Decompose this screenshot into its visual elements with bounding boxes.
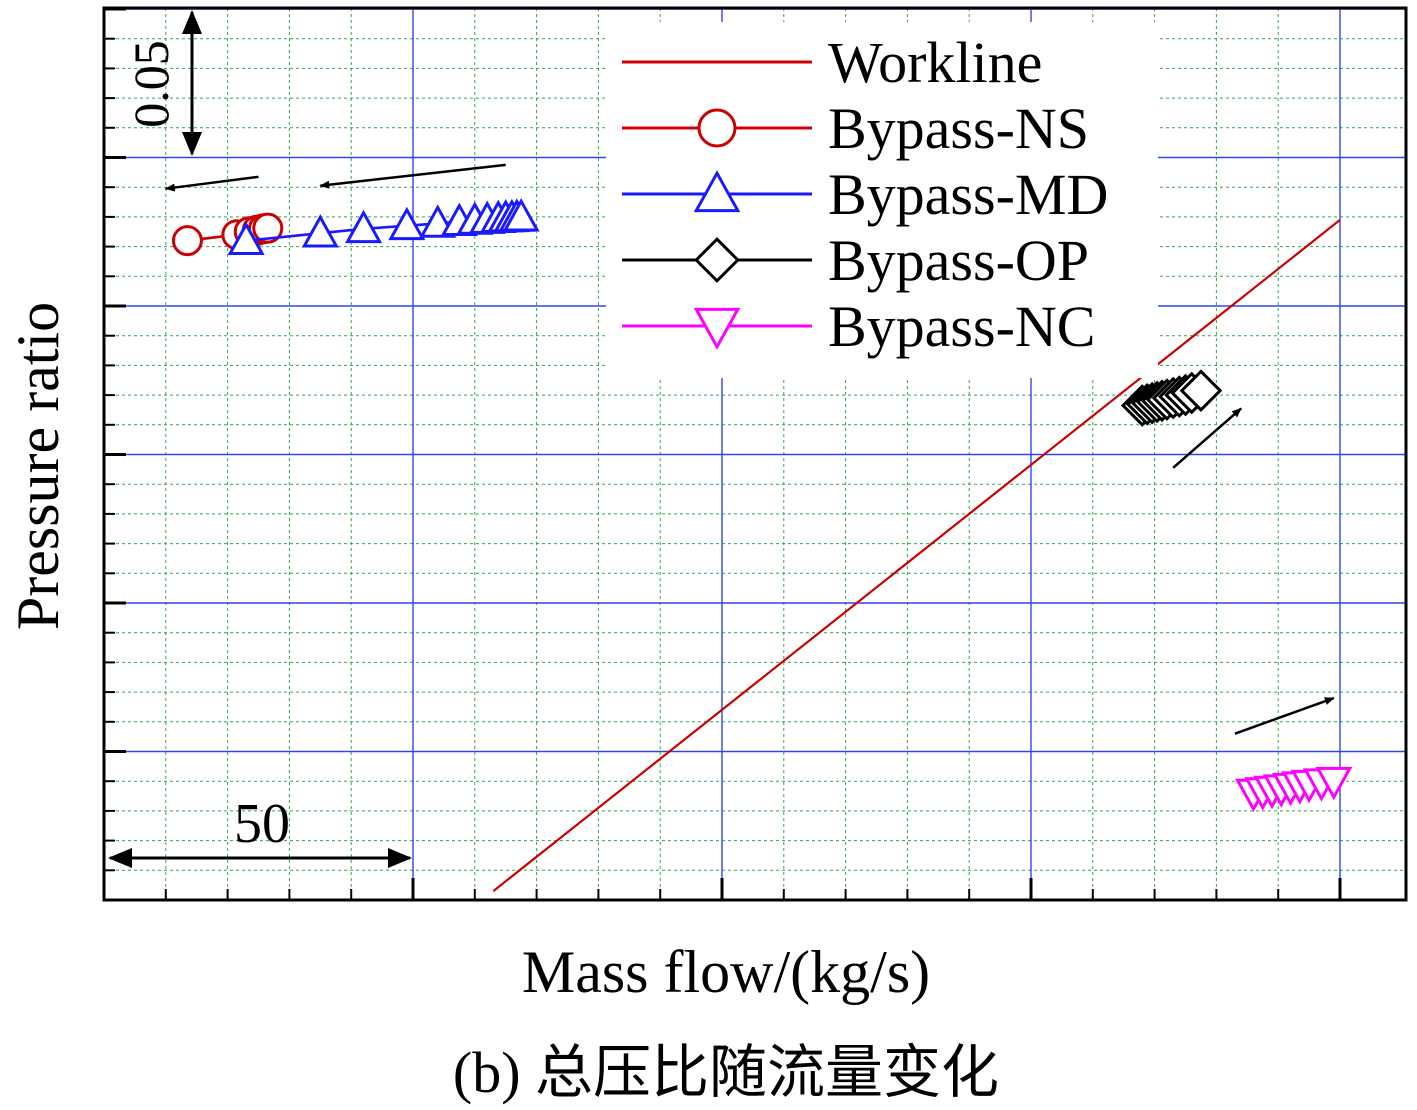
- legend-label-bypass-ns: Bypass-NS: [828, 96, 1089, 161]
- legend-label-bypass-op: Bypass-OP: [828, 228, 1089, 293]
- figure-caption: (b) 总压比随流量变化: [453, 1040, 999, 1105]
- y-axis-label: Pressure ratio: [5, 302, 71, 630]
- legend-marker-bypass-nc: [693, 307, 741, 350]
- data-point-bypass-md: [301, 214, 339, 248]
- x-axis-label: Mass flow/(kg/s): [522, 939, 930, 1005]
- legend: WorklineBypass-NSBypass-MDBypass-OPBypas…: [606, 22, 1158, 378]
- legend-entry-bypass-op: Bypass-OP: [622, 228, 1089, 293]
- data-point-bypass-nc: [1315, 766, 1353, 801]
- x-scale-annotation: 50: [108, 793, 412, 868]
- data-point-bypass-md: [345, 209, 383, 244]
- data-point-bypass-md: [388, 206, 426, 241]
- legend-marker-bypass-md: [693, 170, 741, 213]
- data-point-bypass-ns: [171, 225, 203, 257]
- series-bypass-nc: [1234, 766, 1353, 813]
- direction-arrow: [164, 175, 259, 192]
- legend-entry-bypass-ns: Bypass-NS: [622, 96, 1089, 161]
- legend-label-bypass-nc: Bypass-NC: [828, 294, 1095, 359]
- series-bypass-op: [1120, 369, 1223, 427]
- legend-marker-group: [693, 170, 741, 213]
- series-bypass-md: [227, 198, 540, 255]
- y-scale-annotation: 0.05: [123, 10, 202, 156]
- legend-marker-group: [694, 237, 740, 283]
- legend-marker-group: [693, 307, 741, 350]
- direction-arrows: [164, 163, 1335, 735]
- data-point-bypass-op: [1179, 369, 1223, 412]
- legend-label-workline: Workline: [828, 30, 1042, 95]
- legend-marker-bypass-op: [694, 237, 740, 283]
- direction-arrow: [319, 163, 506, 189]
- legend-marker-group: [697, 108, 737, 148]
- data-point-bypass-md: [502, 198, 540, 232]
- x-scale-label: 50: [234, 793, 290, 855]
- series-line-workline: [492, 219, 1341, 892]
- y-scale-label: 0.05: [123, 40, 179, 128]
- plot-frame: [102, 6, 1408, 902]
- legend-entry-bypass-md: Bypass-MD: [622, 162, 1108, 227]
- series-layer: [171, 198, 1353, 892]
- legend-background: [606, 22, 1158, 378]
- legend-label-bypass-md: Bypass-MD: [828, 162, 1108, 227]
- legend-entry-workline: Workline: [622, 30, 1042, 95]
- direction-arrow: [1172, 407, 1242, 469]
- direction-arrow: [1234, 696, 1335, 735]
- legend-marker-bypass-ns: [697, 108, 737, 148]
- legend-entry-bypass-nc: Bypass-NC: [622, 294, 1095, 359]
- data-point-bypass-ns: [252, 212, 284, 244]
- series-workline: [492, 219, 1341, 892]
- data-point-bypass-md: [227, 221, 265, 255]
